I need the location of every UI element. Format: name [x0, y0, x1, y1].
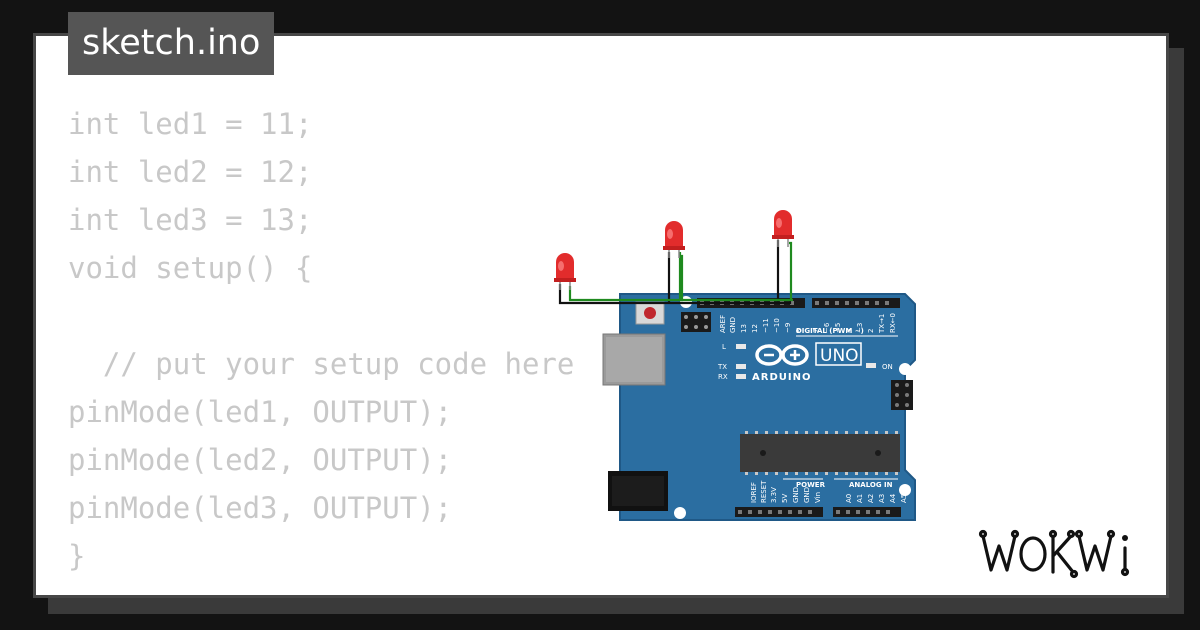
- pin-label: ~5: [834, 323, 842, 333]
- on-led: [866, 363, 876, 368]
- reset-button-cap[interactable]: [644, 307, 656, 319]
- rx-led: [736, 374, 746, 379]
- code-line: int led2 = 12;: [68, 155, 313, 189]
- code-line: [68, 292, 574, 340]
- power-pin-label: 5V: [781, 494, 789, 503]
- power-pin-label: GND: [792, 487, 800, 503]
- power-pin-label: RESET: [760, 480, 768, 503]
- pin-label: ~10: [773, 318, 781, 333]
- l-led: [736, 344, 746, 349]
- pin-label: 8: [795, 329, 803, 333]
- mounting-hole: [899, 363, 911, 375]
- pin-label: 4: [845, 328, 853, 333]
- pin-label: 7: [812, 329, 820, 333]
- uno-label: UNO: [820, 346, 859, 366]
- file-tab[interactable]: sketch.ino: [68, 12, 275, 75]
- tx-led-label: TX: [717, 363, 727, 371]
- code-line: int led1 = 11;: [68, 107, 313, 141]
- code-line: void setup() {: [68, 251, 313, 285]
- arduino-brand: ARDUINO: [752, 372, 811, 383]
- power-jack-inner: [612, 476, 664, 506]
- atmega-chip: [740, 434, 900, 472]
- analog-label: ANALOG IN: [849, 481, 893, 489]
- analog-pin-label: A0: [845, 494, 853, 503]
- analog-pin-label: A1: [856, 494, 864, 503]
- wokwi-logo: [978, 529, 1130, 579]
- pin-label: GND: [729, 317, 737, 333]
- pin-label: AREF: [719, 315, 727, 333]
- l-led-label: L: [722, 343, 726, 351]
- signal-wire-led3: [789, 241, 793, 300]
- mounting-hole: [899, 484, 911, 496]
- ground-wire: [558, 284, 792, 305]
- code-editor[interactable]: int led1 = 11; int led2 = 12; int led3 = 1…: [68, 100, 574, 580]
- arduino-uno-board[interactable]: AREF GND 13 12 ~11 ~10 ~9 8 7 ~6 ~5 4 ~3…: [602, 293, 916, 521]
- analog-pin-label: A5: [900, 494, 908, 503]
- code-line: pinMode(led3, OUTPUT);: [68, 491, 453, 525]
- on-led-label: ON: [882, 363, 893, 371]
- power-pin-label: 3.3V: [770, 487, 778, 503]
- tx-led: [736, 364, 746, 369]
- analog-pin-label: A3: [878, 494, 886, 503]
- usb-port-inner: [606, 337, 662, 382]
- led-3[interactable]: [772, 210, 794, 247]
- power-pin-label: GND: [803, 487, 811, 503]
- wires: [558, 240, 793, 305]
- arduino-infinity-logo: [755, 344, 809, 366]
- signal-wire-led2: [678, 252, 793, 302]
- pin-label: 12: [751, 324, 759, 333]
- digital-label: DIGITAL (PWM ~): [796, 327, 864, 335]
- pin-label: ~3: [856, 323, 864, 333]
- pin-label: TX→1: [878, 314, 886, 334]
- code-line: int led3 = 13;: [68, 203, 313, 237]
- power-pin-label: IOREF: [750, 482, 758, 503]
- power-label: POWER: [796, 481, 826, 489]
- pin-label: ~6: [823, 322, 831, 333]
- rx-led-label: RX: [718, 373, 728, 381]
- led-1[interactable]: [554, 253, 576, 290]
- code-line: pinMode(led2, OUTPUT);: [68, 443, 453, 477]
- code-line: // put your setup code here: [68, 347, 575, 381]
- analog-pin-label: A4: [889, 493, 897, 503]
- analog-pin-label: A2: [867, 494, 875, 503]
- pin-label: 13: [740, 324, 748, 333]
- icsp-header-right: [891, 380, 913, 410]
- pin-label: 2: [867, 329, 875, 333]
- power-pin-label: Vin: [814, 492, 822, 503]
- uno-badge: [815, 342, 862, 366]
- preview-card: [33, 33, 1169, 598]
- icsp-header: [681, 312, 711, 332]
- pin-label: RX←0: [889, 313, 897, 333]
- circuit-diagram: AREF GND 13 12 ~11 ~10 ~9 8 7 ~6 ~5 4 ~3…: [554, 210, 916, 521]
- pin-label: ~9: [784, 323, 792, 333]
- led-2[interactable]: [663, 221, 685, 258]
- code-line: }: [68, 539, 86, 573]
- mounting-hole: [674, 507, 686, 519]
- pin-label: ~11: [762, 318, 770, 333]
- code-line: pinMode(led1, OUTPUT);: [68, 395, 453, 429]
